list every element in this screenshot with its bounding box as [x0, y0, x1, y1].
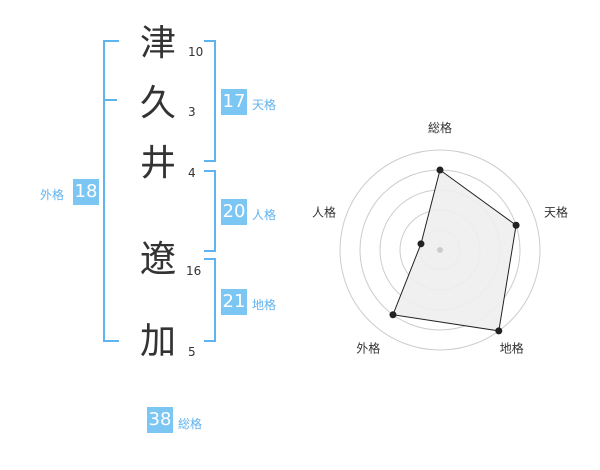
- radar-center: [437, 247, 443, 253]
- radar-axis-label-5: 人格: [312, 204, 336, 219]
- radar-axis-label-3: 地格: [500, 341, 524, 356]
- tenkaku-value: 17: [221, 89, 247, 115]
- name-char-4: 遼: [140, 239, 177, 280]
- name-char-2: 久: [140, 83, 177, 124]
- soukaku-value: 38: [147, 407, 173, 433]
- radar-point-5: [417, 240, 425, 248]
- name-char-3: 井: [140, 143, 177, 184]
- radar-point-1: [436, 166, 444, 174]
- soukaku-label: 総格: [178, 417, 203, 431]
- radar-axis-label-4: 外格: [356, 341, 380, 356]
- radar-ring-5: [339, 149, 541, 351]
- jinkaku-bracket: [204, 170, 216, 252]
- radar-point-3: [495, 327, 503, 335]
- stroke-count-1: 10: [188, 45, 204, 59]
- radar-polygon: [392, 169, 517, 332]
- radar-axis-label-1: 総格: [428, 120, 452, 135]
- stroke-count-5: 5: [188, 345, 196, 359]
- jinkaku-value: 20: [221, 199, 247, 225]
- chikaku-label: 地格: [252, 298, 277, 312]
- name-char-1: 津: [140, 23, 177, 64]
- stroke-count-2: 3: [188, 105, 196, 119]
- radar-point-4: [389, 311, 397, 319]
- jinkaku-label: 人格: [252, 208, 277, 222]
- radar-axis-label-2: 天格: [544, 204, 568, 219]
- gaikaku-bracket-tick: [103, 99, 117, 101]
- gaikaku-value: 18: [73, 179, 99, 205]
- stroke-count-4: 16: [186, 264, 202, 278]
- tenkaku-label: 天格: [252, 98, 277, 112]
- radar-point-2: [512, 221, 520, 229]
- gaikaku-label: 外格: [40, 188, 65, 202]
- name-char-5: 加: [140, 321, 177, 362]
- chikaku-bracket: [204, 258, 216, 342]
- stroke-count-3: 4: [188, 166, 196, 180]
- chikaku-value: 21: [221, 289, 247, 315]
- tenkaku-bracket: [204, 40, 216, 162]
- gaikaku-bracket: [103, 40, 119, 342]
